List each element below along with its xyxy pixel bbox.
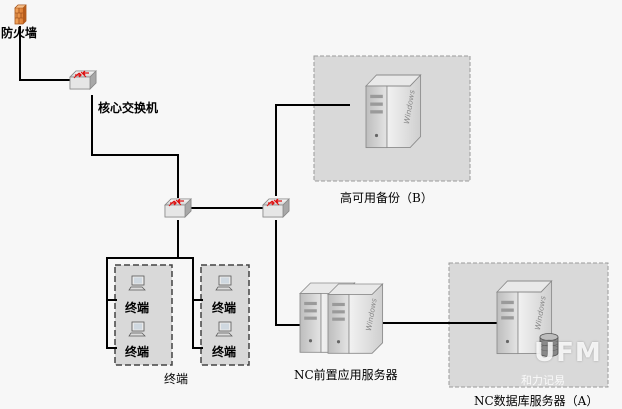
- nc-front-server-label: NC前置应用服务器: [294, 368, 398, 382]
- link-core-switch: [91, 95, 179, 198]
- server-switch-icon: [262, 198, 290, 218]
- link-terminals-right: [178, 257, 203, 349]
- link-switch-nc: [275, 220, 300, 326]
- terminal-label: 终端: [125, 345, 150, 359]
- terminal-label: 终端: [212, 301, 237, 315]
- terminal-label: 终端: [212, 345, 237, 359]
- watermark-text: 和力记易: [521, 374, 565, 387]
- link-switch-ha: [275, 104, 350, 196]
- watermark-logo: UFM: [534, 338, 602, 368]
- connection-lines: [19, 26, 500, 349]
- link-firewall-core: [19, 26, 70, 81]
- core-switch-label: 核心交换机: [98, 101, 159, 115]
- firewall-icon: [14, 4, 27, 25]
- ha-backup-label: 高可用备份（B）: [340, 191, 433, 205]
- ha-backup-server-icon: Windows: [365, 74, 422, 149]
- nc-front-server-icon: Windows: [327, 283, 384, 354]
- terminal-area-label: 终端: [164, 372, 189, 386]
- nc-db-server-label: NC数据库服务器（A）: [474, 394, 599, 408]
- database-icon: [539, 333, 559, 357]
- core-switch-icon: [69, 70, 97, 90]
- terminal-label: 终端: [125, 301, 150, 315]
- firewall-label: 防火墙: [1, 26, 38, 40]
- access-switch-icon: [164, 198, 192, 218]
- nc-db-server-icon: Windows: [496, 280, 553, 355]
- link-terminals-left: [106, 220, 179, 349]
